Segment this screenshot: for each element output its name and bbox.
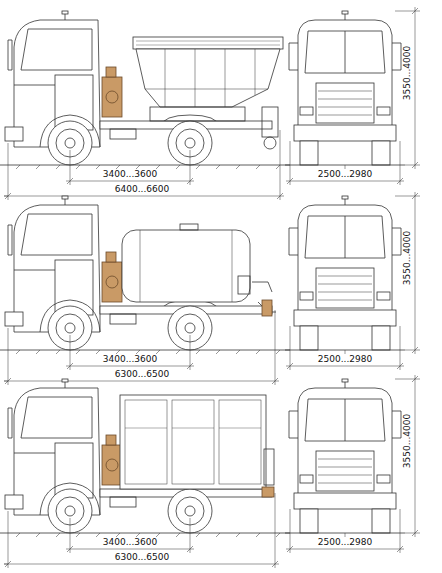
dimension-label: 3550...4000 xyxy=(402,413,412,469)
dimension-label: 6400...6600 xyxy=(114,184,170,194)
dimension-label: 3400...3600 xyxy=(102,537,158,547)
dimension-label: 6300...6500 xyxy=(114,552,170,562)
box-truck xyxy=(0,375,420,568)
dimension-label: 2500...2980 xyxy=(317,354,373,364)
dimension-label: 2500...2980 xyxy=(317,169,373,179)
dimension-label: 3550...4000 xyxy=(402,230,412,286)
dimension-label: 6300...6500 xyxy=(114,369,170,379)
dimension-label: 3550...4000 xyxy=(402,45,412,101)
dimension-label: 3400...3600 xyxy=(102,354,158,364)
dimension-label: 2500...2980 xyxy=(317,537,373,547)
tank-truck xyxy=(0,192,420,385)
dimension-label: 3400...3600 xyxy=(102,169,158,179)
spreader-truck xyxy=(0,7,420,200)
